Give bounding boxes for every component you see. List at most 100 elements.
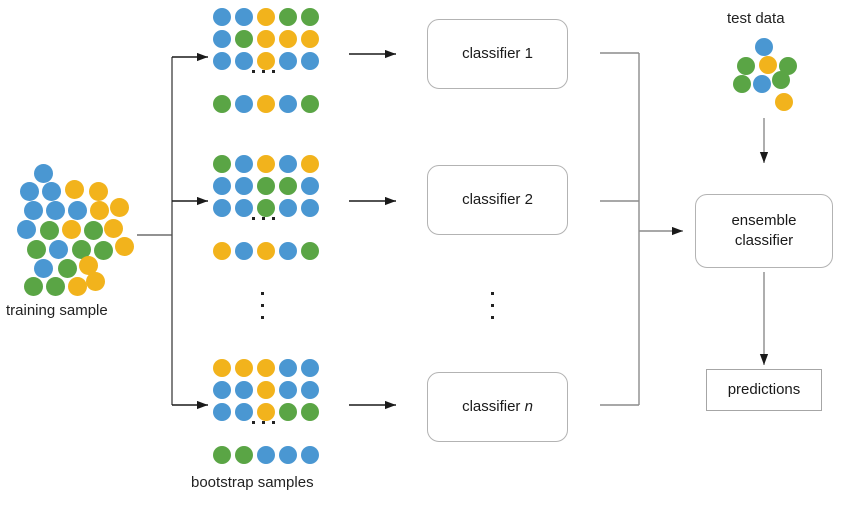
ensemble-classifier-label-line1: ensemble xyxy=(731,211,797,229)
bootstrap-sample-dot xyxy=(257,95,275,113)
bootstrap-sample-dot xyxy=(301,8,319,26)
bootstrap-sample-dot xyxy=(257,30,275,48)
bootstrap-sample-dot xyxy=(279,177,297,195)
training-sample-dot xyxy=(24,201,43,220)
test-data-dot xyxy=(755,38,773,56)
training-sample-dot xyxy=(27,240,46,259)
bootstrap-samples-vertical-ellipsis xyxy=(261,292,264,319)
training-sample-dot xyxy=(49,240,68,259)
bootstrap-sample-1-ellipsis xyxy=(252,70,275,73)
test-data-dot xyxy=(779,57,797,75)
bootstrap-sample-dot xyxy=(235,403,253,421)
bootstrap-sample-dot xyxy=(257,52,275,70)
bootstrap-sample-dot xyxy=(213,242,231,260)
training-sample-dot xyxy=(65,180,84,199)
test-data-dot xyxy=(772,71,790,89)
bootstrap-sample-dot xyxy=(213,30,231,48)
bootstrap-sample-dot xyxy=(213,199,231,217)
bootstrap-sample-dot xyxy=(257,177,275,195)
bootstrap-sample-dot xyxy=(279,359,297,377)
test-data-dot xyxy=(737,57,755,75)
training-sample-dot xyxy=(34,164,53,183)
bootstrap-sample-dot xyxy=(301,446,319,464)
bootstrap-sample-dot xyxy=(213,155,231,173)
training-sample-dot xyxy=(68,201,87,220)
classifier-n-label: classifier n xyxy=(462,397,533,417)
bootstrap-sample-2 xyxy=(213,155,319,260)
bootstrap-sample-dot xyxy=(301,52,319,70)
training-sample-dot xyxy=(34,259,53,278)
bootstrap-sample-dot xyxy=(257,359,275,377)
training-sample-dot xyxy=(46,201,65,220)
bootstrap-sample-dot xyxy=(301,95,319,113)
bootstrap-sample-dot xyxy=(213,52,231,70)
training-sample-dot xyxy=(46,277,65,296)
bootstrap-sample-dot xyxy=(213,446,231,464)
bootstrap-sample-2-ellipsis xyxy=(252,217,275,220)
bootstrap-sample-dot xyxy=(301,359,319,377)
bootstrap-sample-dot xyxy=(301,242,319,260)
bootstrap-sample-dot xyxy=(235,30,253,48)
bootstrap-sample-dot xyxy=(257,242,275,260)
bootstrap-sample-dot xyxy=(257,199,275,217)
bootstrap-sample-dot xyxy=(213,359,231,377)
bootstrap-sample-1 xyxy=(213,8,319,113)
predictions-label: predictions xyxy=(727,380,801,398)
bootstrap-sample-dot xyxy=(235,381,253,399)
bootstrap-sample-dot xyxy=(279,155,297,173)
training-sample-dot xyxy=(17,220,36,239)
bootstrap-sample-dot xyxy=(301,155,319,173)
training-sample-dot xyxy=(68,277,87,296)
predictions-box[interactable]: predictions xyxy=(706,369,822,411)
test-data-dot xyxy=(733,75,751,93)
bootstrap-sample-dot xyxy=(235,199,253,217)
test-data-dot xyxy=(753,75,771,93)
bootstrap-sample-dot xyxy=(301,199,319,217)
bootstrap-sample-dot xyxy=(257,446,275,464)
bootstrap-sample-dot xyxy=(279,242,297,260)
bootstrap-samples-label: bootstrap samples xyxy=(191,474,314,491)
bootstrap-sample-dot xyxy=(279,52,297,70)
classifier-1-box[interactable]: classifier 1 xyxy=(427,19,568,89)
bootstrap-sample-dot xyxy=(279,446,297,464)
bootstrap-sample-dot xyxy=(235,242,253,260)
training-sample-dot xyxy=(89,182,108,201)
training-sample-dot xyxy=(90,201,109,220)
bootstrap-sample-dot xyxy=(279,8,297,26)
training-sample-dot xyxy=(58,259,77,278)
ensemble-classifier-box[interactable]: ensemble classifier xyxy=(695,194,833,268)
bootstrap-sample-dot xyxy=(301,403,319,421)
bootstrap-sample-dot xyxy=(257,8,275,26)
bootstrap-sample-dot xyxy=(213,8,231,26)
bootstrap-sample-dot xyxy=(301,30,319,48)
bootstrap-sample-dot xyxy=(213,403,231,421)
bootstrap-sample-dot xyxy=(279,30,297,48)
bootstrap-sample-dot xyxy=(235,52,253,70)
bootstrap-sample-dot xyxy=(213,95,231,113)
classifier-2-box[interactable]: classifier 2 xyxy=(427,165,568,235)
classifier-1-label: classifier 1 xyxy=(462,44,533,62)
bootstrap-sample-dot xyxy=(257,381,275,399)
bootstrap-sample-dot xyxy=(279,403,297,421)
test-data-label: test data xyxy=(727,10,785,27)
training-sample-dot xyxy=(104,219,123,238)
bootstrap-sample-dot xyxy=(301,381,319,399)
training-sample-dot xyxy=(72,240,91,259)
test-data-dot xyxy=(759,56,777,74)
bootstrap-sample-dot xyxy=(279,95,297,113)
training-sample-dot xyxy=(79,256,98,275)
training-sample-dot xyxy=(94,241,113,260)
bootstrap-sample-dot xyxy=(213,177,231,195)
training-sample-dot xyxy=(110,198,129,217)
bootstrap-sample-dot xyxy=(257,155,275,173)
bootstrap-sample-dot xyxy=(213,381,231,399)
classifier-n-symbol: n xyxy=(524,397,533,415)
bootstrap-sample-dot xyxy=(235,359,253,377)
classifier-n-box[interactable]: classifier n xyxy=(427,372,568,442)
classifiers-vertical-ellipsis xyxy=(491,292,494,319)
classifier-n-prefix: classifier xyxy=(462,397,525,415)
training-sample-dot xyxy=(40,221,59,240)
